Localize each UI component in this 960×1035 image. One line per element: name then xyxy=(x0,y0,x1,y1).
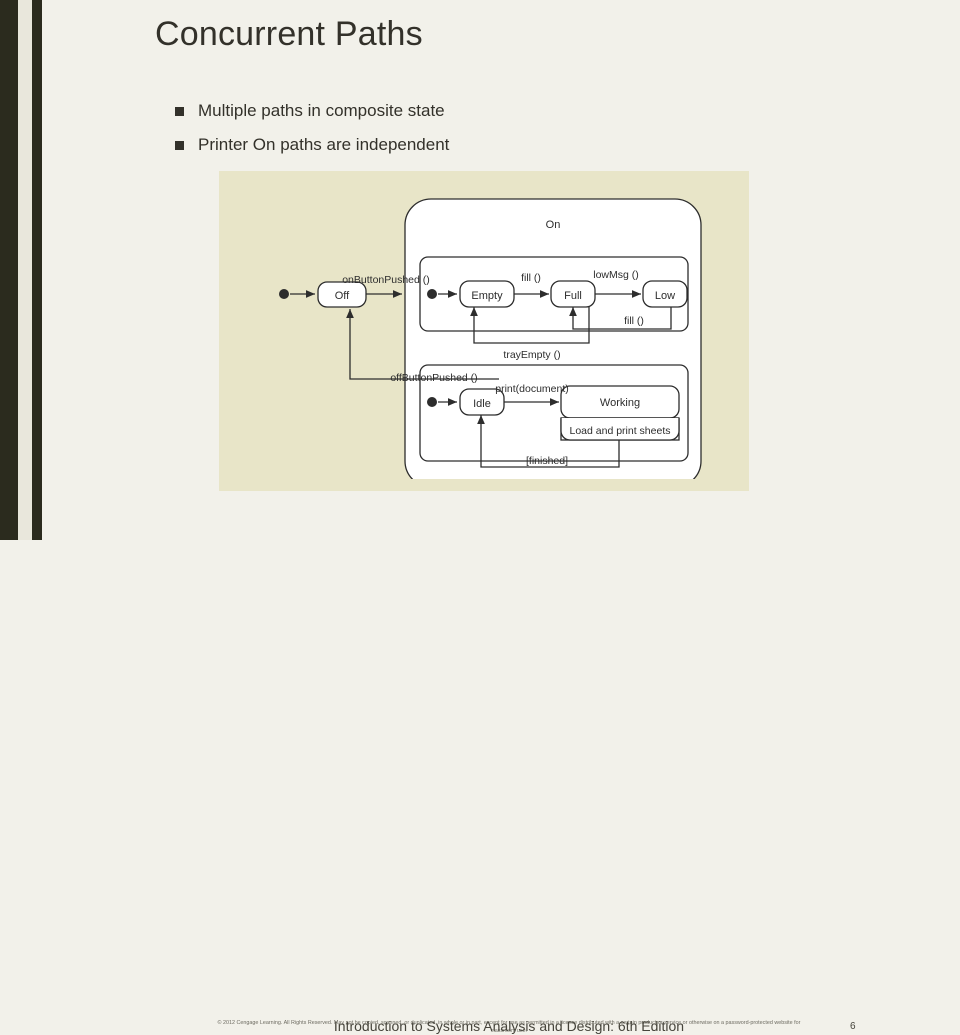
composite-state-label: On xyxy=(546,219,561,231)
state-low-label: Low xyxy=(655,290,675,302)
transition-offbuttonpushed: offButtonPushed () xyxy=(390,372,477,384)
transition-finished: [finished] xyxy=(526,455,568,467)
transition-lowmsg: lowMsg () xyxy=(593,269,639,281)
transition-fill-2: fill () xyxy=(624,315,644,327)
list-item: Multiple paths in composite state xyxy=(175,100,795,122)
diagram-svg: On Off Empty Full Low Idle Working Load … xyxy=(279,198,702,479)
bullet-square-icon xyxy=(175,141,184,150)
bullet-text: Printer On paths are independent xyxy=(198,135,450,154)
state-working-label: Working xyxy=(600,397,640,409)
left-accent-bar-light xyxy=(18,0,32,540)
transition-fill-1: fill () xyxy=(521,272,541,284)
bullet-list: Multiple paths in composite state Printe… xyxy=(175,100,795,168)
state-working-activity: Load and print sheets xyxy=(570,425,671,437)
left-accent-bar-dark xyxy=(0,0,18,540)
bullet-text: Multiple paths in composite state xyxy=(198,101,445,120)
transition-onbuttonpushed: onButtonPushed () xyxy=(342,274,430,286)
slide-footer: © 2012 Cengage Learning. All Rights Rese… xyxy=(0,505,960,1034)
page-title: Concurrent Paths xyxy=(155,15,423,53)
state-off-label: Off xyxy=(335,290,350,302)
state-empty-label: Empty xyxy=(471,290,503,302)
state-machine-diagram: On Off Empty Full Low Idle Working Load … xyxy=(259,183,712,479)
book-title: Introduction to Systems Analysis and Des… xyxy=(333,1018,685,1034)
diagram-figure: On Off Empty Full Low Idle Working Load … xyxy=(219,171,749,491)
bullet-square-icon xyxy=(175,107,184,116)
list-item: Printer On paths are independent xyxy=(175,134,795,156)
page-number: 6 xyxy=(850,1021,856,1032)
state-idle-label: Idle xyxy=(473,398,491,410)
transition-print-document: print(document) xyxy=(495,383,569,395)
transition-trayempty: trayEmpty () xyxy=(503,349,560,361)
left-accent-bar-dark-2 xyxy=(32,0,42,540)
state-full-label: Full xyxy=(564,290,582,302)
